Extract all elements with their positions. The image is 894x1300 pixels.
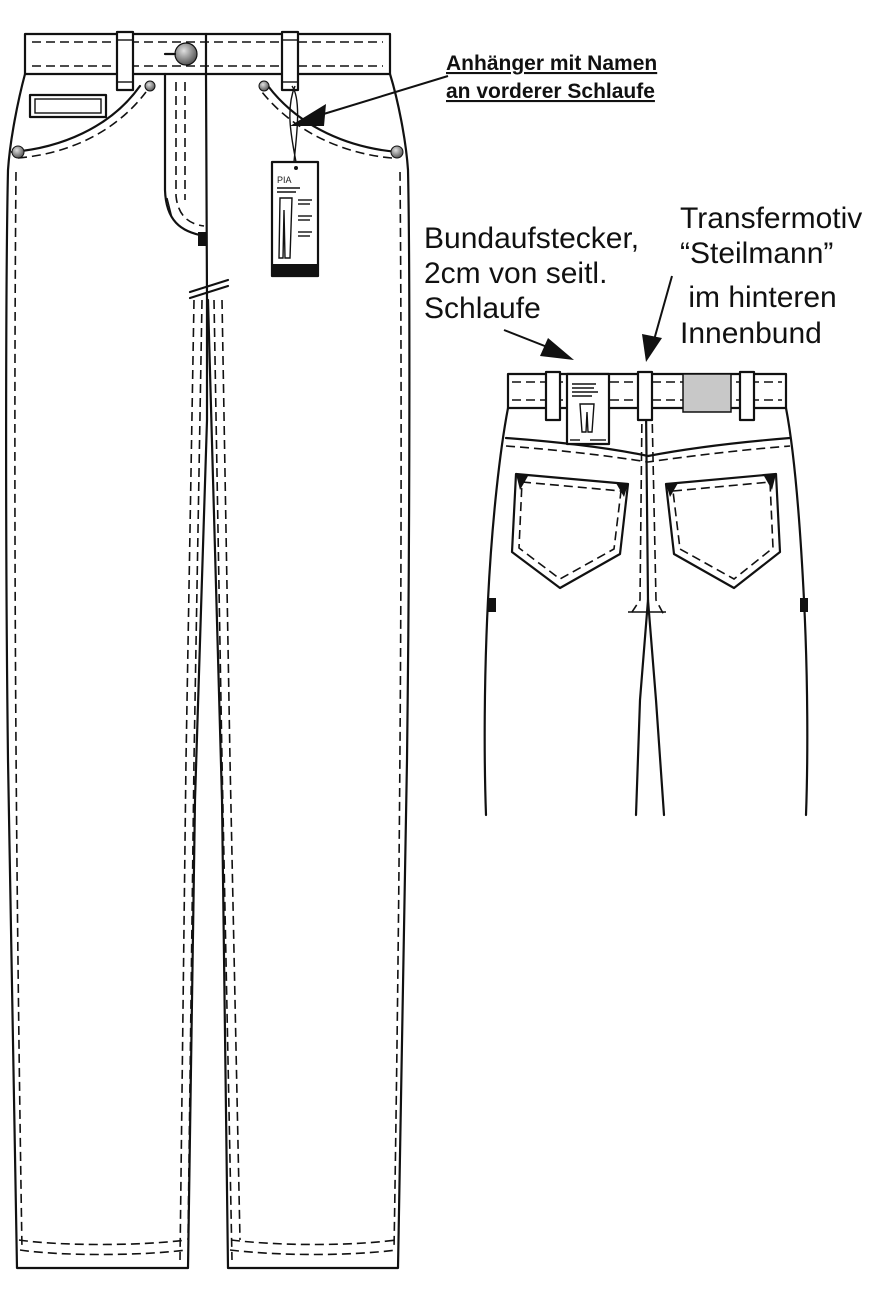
- annotation-waistband-tag: Bundaufstecker, 2cm von seitl. Schlaufe: [424, 222, 639, 360]
- transfer-motif-patch: [682, 373, 732, 413]
- hangtag: PIA: [270, 160, 320, 278]
- waistband-label-line1: Bundaufstecker,: [424, 222, 639, 255]
- button-icon: [174, 42, 198, 66]
- back-belt-loop: [544, 370, 756, 422]
- front-belt-loop-left: [115, 30, 135, 92]
- front-left-logo-patch: [28, 93, 108, 119]
- fly-bartack: [198, 232, 206, 246]
- front-right-hem: [229, 1249, 397, 1256]
- front-belt-loop-right: [280, 30, 300, 92]
- waistband-tag: [565, 372, 611, 446]
- front-right-pocket: [266, 84, 400, 154]
- arrowhead-icon: [642, 334, 662, 362]
- arrow-icon: [303, 75, 449, 121]
- front-view: PIA: [5, 30, 411, 1270]
- rivet-icon: [258, 80, 270, 92]
- back-view: [483, 370, 809, 817]
- annotation-hangtag: Anhänger mit Namen an vorderer Schlaufe: [290, 52, 657, 126]
- back-left-pocket: [510, 472, 630, 590]
- transfer-label-line4: Innenbund: [680, 317, 822, 350]
- hangtag-name: PIA: [277, 175, 292, 185]
- rivet-icon: [144, 80, 156, 92]
- transfer-label-line2: “Steilmann”: [680, 237, 833, 270]
- transfer-label-line1: Transfermotiv: [680, 202, 862, 235]
- transfer-label-line3: im hinteren: [680, 281, 837, 314]
- front-waistband: [23, 32, 392, 76]
- arrowhead-icon: [540, 338, 574, 360]
- waistband-label-line2: 2cm von seitl.: [424, 257, 607, 290]
- front-fly-stitch: [175, 82, 205, 227]
- rivet-icon: [390, 145, 404, 159]
- front-left-hem: [19, 1249, 187, 1256]
- arrow-icon: [653, 275, 673, 341]
- rivet-icon: [11, 145, 25, 159]
- back-body-outline: [483, 406, 510, 817]
- front-fly: [163, 72, 207, 238]
- waistband-label-line3: Schlaufe: [424, 292, 541, 325]
- hangtag-label-line1: Anhänger mit Namen: [446, 52, 657, 75]
- front-left-pocket: [10, 84, 142, 154]
- front-right-leg-outline: [206, 72, 411, 1270]
- arrowhead-icon: [290, 104, 326, 126]
- front-left-leg-outline: [5, 72, 209, 1270]
- back-right-pocket: [664, 472, 782, 590]
- hangtag-label-line2: an vorderer Schlaufe: [446, 80, 655, 103]
- annotation-transfer-motif: Transfermotiv “Steilmann” im hinteren In…: [642, 202, 862, 362]
